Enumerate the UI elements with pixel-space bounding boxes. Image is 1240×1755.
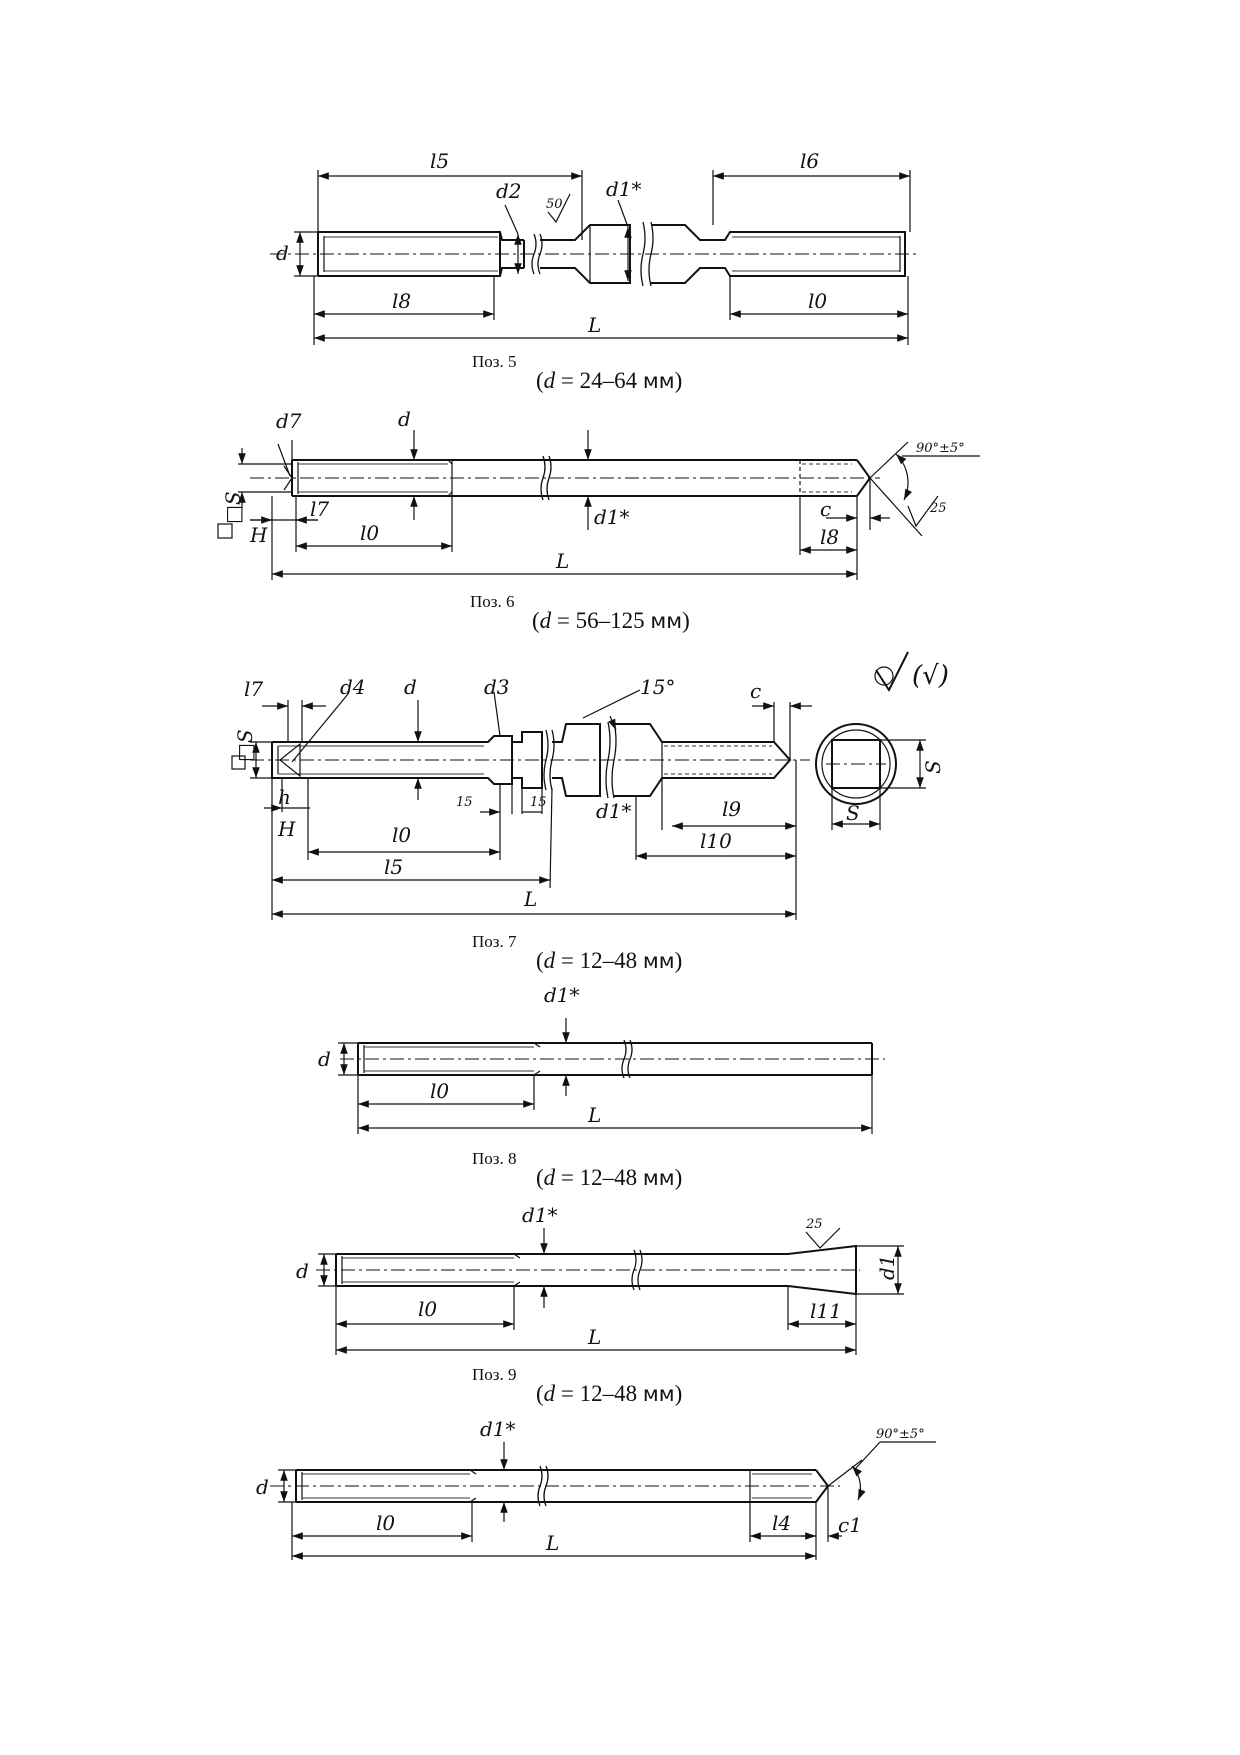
label-square-S: □S [221,491,245,524]
caption-pos5: Поз. 5 [472,352,517,371]
label-L: L [587,1325,601,1349]
label-15a: 15 [456,795,473,810]
label-d: d [256,1475,269,1499]
label-angle-15: 15° [640,675,675,699]
label-l0: l0 [808,289,827,313]
label-L: L [555,549,569,573]
label-L: L [523,887,537,911]
label-c1: c1 [838,1513,862,1537]
label-d: d [404,675,417,699]
label-d: d [318,1047,331,1071]
label-d1: d1* [522,1203,558,1227]
label-d1: d1* [606,177,642,201]
caption-pos7: Поз. 7 [472,932,517,951]
label-d7: d7 [276,409,302,433]
label-L: L [545,1531,559,1555]
label-H: H [249,523,268,547]
caption-pos9: Поз. 9 [472,1365,517,1384]
range-pos5: (d = 24–64 мм) [536,368,683,393]
label-H: H [277,817,296,841]
range-pos7: (d = 12–48 мм) [536,948,683,973]
figure-pos9-drawing: d1* 25 d d1 l0 l11 L [296,1203,904,1355]
label-l7: l7 [310,497,329,521]
label-l0: l0 [418,1297,437,1321]
range-pos6: (d = 56–125 мм) [532,608,690,633]
label-l0: l0 [360,521,379,545]
label-d4: d4 [340,675,366,699]
label-15b: 15 [530,795,547,810]
caption-pos8: Поз. 8 [472,1149,517,1168]
label-d: d [296,1259,309,1283]
label-l8: l8 [820,525,839,549]
label-d1: d1* [594,505,630,529]
label-d1: d1* [480,1417,516,1441]
label-h: h [278,785,291,809]
label-angle: 90°±5° [876,1427,925,1442]
label-S-bottom: S [846,801,860,825]
label-l0: l0 [392,823,411,847]
label-d2: d2 [496,179,522,203]
range-pos9: (d = 12–48 мм) [536,1381,683,1406]
label-d: d [398,407,411,431]
roughness-25: 25 [805,1217,823,1232]
caption-pos6: Поз. 6 [470,592,515,611]
figure-pos8-drawing: d1* d l0 L [318,983,885,1134]
roughness-25: 25 [929,501,947,516]
label-l10: l10 [700,829,732,853]
label-L: L [587,313,601,337]
figure-pos10-drawing: d1* 90°±5° d l0 l4 c1 L [256,1417,936,1560]
figure-pos6-drawing: d7 d 90°±5° 25 □S l7 H l0 d1* c l8 L [217,407,980,580]
label-d: d [276,241,289,265]
label-l6: l6 [800,149,819,173]
label-c: c [820,497,831,521]
roughness-all: (√) [912,661,949,691]
label-angle: 90°±5° [916,441,965,456]
label-c: c [750,679,761,703]
label-square-S: □S [233,729,257,762]
label-l0: l0 [430,1079,449,1103]
label-d3: d3 [484,675,510,699]
roughness-50: 50 [546,197,563,212]
label-L: L [587,1103,601,1127]
label-l5: l5 [384,855,403,879]
figure-pos7-drawing: l7 d4 d d3 15° c □S h H 15 15 d1* l9 l10… [231,651,949,920]
label-l9: l9 [722,797,741,821]
label-S-right: S [921,760,945,774]
range-pos8: (d = 12–48 мм) [536,1165,683,1190]
label-d1: d1* [596,799,632,823]
label-l7: l7 [244,677,263,701]
figure-pos5-drawing: l5 l6 d2 50 d1* d l8 l0 L [270,149,920,345]
label-l8: l8 [392,289,411,313]
label-d1-end: d1 [875,1254,899,1280]
label-d1: d1* [544,983,580,1007]
label-l0: l0 [376,1511,395,1535]
label-l5: l5 [430,149,449,173]
label-l11: l11 [810,1299,842,1323]
label-l4: l4 [772,1511,791,1535]
